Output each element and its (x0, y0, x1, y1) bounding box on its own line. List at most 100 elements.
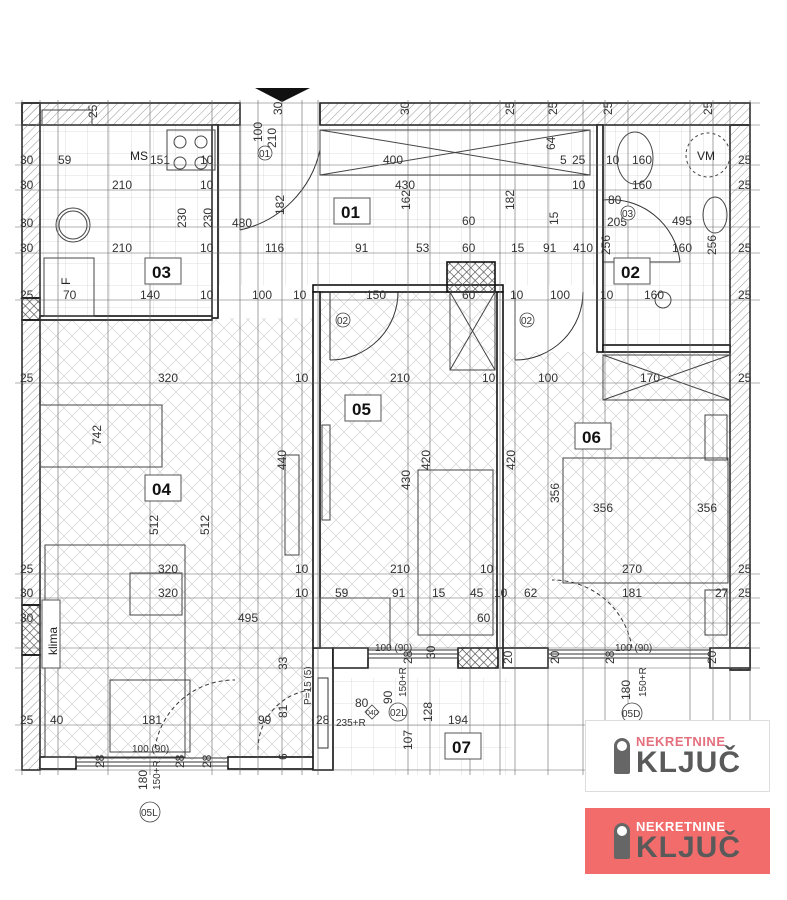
dimension-label: 15 (511, 241, 525, 255)
dimension-label: 91 (392, 586, 406, 600)
dimension-label: 10 (510, 288, 524, 302)
dimension-label: 150+R (152, 760, 163, 790)
dimension-label: 27 (715, 586, 729, 600)
window-tag-05d: 05D (622, 709, 640, 720)
room-04-label: 04 (152, 480, 171, 499)
dimension-label: 10 (200, 178, 214, 192)
vm-label: VM (697, 149, 715, 163)
dimension-label: 30 (20, 216, 34, 230)
logo-line2: KLJUČ (635, 830, 741, 864)
dimension-label: 495 (238, 611, 258, 625)
dimension-label: 128 (421, 702, 435, 722)
dimension-label: 10 (295, 586, 309, 600)
dimension-label: 210 (390, 371, 410, 385)
room-07-label: 07 (452, 738, 471, 757)
dimension-label: 182 (503, 190, 517, 210)
dimension-label: 181 (142, 713, 162, 727)
dimension-label: 230 (175, 208, 189, 228)
dimension-label: 80 (355, 696, 369, 710)
dimension-label: 28 (603, 650, 617, 664)
dimension-label: 28 (401, 650, 415, 664)
dimension-label: 210 (112, 178, 132, 192)
grid-lines (15, 100, 760, 775)
dimension-label: 53 (416, 241, 430, 255)
dimension-label: 205 (607, 215, 627, 229)
dimension-label: 60 (462, 288, 476, 302)
dimension-label: 25 (86, 104, 100, 118)
floor-kitchen (40, 125, 212, 318)
dimension-label: 30 (20, 153, 34, 167)
dimension-label: 10 (482, 371, 496, 385)
key-icon (613, 823, 630, 859)
dimension-label: 25 (738, 562, 752, 576)
dimension-label: 210 (265, 128, 279, 148)
dimension-label: 235+R (336, 718, 366, 729)
dimension-label: 180 (136, 770, 150, 790)
dimension-label: 162 (399, 190, 413, 210)
dimension-label: 742 (90, 425, 104, 445)
dimension-label: 5 (560, 153, 567, 167)
dimension-label: 356 (548, 483, 562, 503)
dimension-label: 90 (381, 690, 395, 704)
dimension-label: 181 (622, 586, 642, 600)
dimension-label: 512 (198, 515, 212, 535)
dimension-label: 30 (20, 178, 34, 192)
dimension-label: 194 (448, 713, 468, 727)
dimension-label: 10 (480, 562, 494, 576)
dimension-label: 495 (672, 214, 692, 228)
dimension-label: 400 (383, 153, 403, 167)
door-tag-03: 03 (622, 209, 634, 220)
dimension-label: 25 (20, 371, 34, 385)
dimension-label: 150+R (638, 667, 649, 697)
dimension-label: 10 (494, 586, 508, 600)
dimension-label: 45 (470, 586, 484, 600)
dimension-label: 256 (599, 235, 613, 255)
entrance-arrow-icon (255, 88, 310, 102)
dimension-label: 81 (276, 704, 290, 718)
floor-hall (218, 125, 597, 285)
dimension-label: 100 (90) (375, 643, 412, 654)
dimension-label: 10 (572, 178, 586, 192)
klima-label: klima (46, 627, 60, 655)
dimension-label: 20 (548, 650, 562, 664)
dimension-label: 6 (276, 753, 290, 760)
dimension-label: 25 (738, 241, 752, 255)
floor-room-06 (503, 352, 730, 648)
logo-line1: NEKRETNINE (635, 733, 726, 749)
dimension-label: 100 (90) (615, 643, 652, 654)
dimension-label: 320 (158, 562, 178, 576)
dimension-label: 60 (462, 241, 476, 255)
dimension-label: 10 (600, 288, 614, 302)
dimension-label: 15 (547, 211, 561, 225)
dimension-label: 480 (232, 216, 252, 230)
dimension-label: 80 (608, 193, 622, 207)
room-03-label: 03 (152, 263, 171, 282)
dimension-label: 356 (697, 501, 717, 515)
dimension-label: 100 (90) (132, 744, 169, 755)
dimension-label: 210 (112, 241, 132, 255)
dimension-label: 512 (147, 515, 161, 535)
dimension-label: 10 (295, 371, 309, 385)
dimension-label: 25 (546, 101, 560, 115)
dimension-label: 320 (158, 371, 178, 385)
dimension-label: 210 (390, 562, 410, 576)
dimension-label: 430 (395, 178, 415, 192)
dimension-label: 320 (158, 586, 178, 600)
dimension-label: 25 (738, 586, 752, 600)
dimension-label: 91 (355, 241, 369, 255)
dimension-label: 33 (276, 656, 290, 670)
dimension-label: 150 (366, 288, 386, 302)
dimension-label: 420 (419, 450, 433, 470)
dimension-label: 25 (572, 153, 586, 167)
window-tag-05l: 05L (141, 808, 158, 819)
door-tag-02b: 02 (521, 316, 533, 327)
dimension-label: 25 (738, 178, 752, 192)
dimension-label: 256 (705, 235, 719, 255)
dimension-label: 28 (93, 754, 107, 768)
dimension-label: 160 (672, 241, 692, 255)
dimension-label: 25 (738, 371, 752, 385)
dimension-label: 59 (58, 153, 72, 167)
room-01-label: 01 (341, 203, 360, 222)
dimension-label: 180 (619, 680, 633, 700)
